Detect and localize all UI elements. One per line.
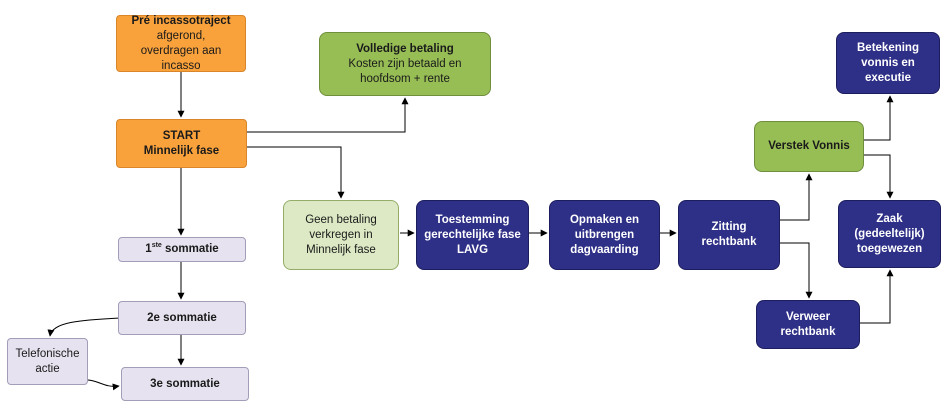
node-toestemming-lavg: LAVG: [456, 243, 489, 256]
node-zaak-toegewezen: Zaak (gedeeltelijk) toegewezen: [838, 200, 941, 268]
arrow-start-to-geen: [247, 146, 345, 199]
node-toestemming-gerechtelijke-fase: Toestemming gerechtelijke fase LAVG: [416, 200, 529, 270]
node-sommatie-3: 3e sommatie: [121, 367, 249, 401]
node-sommatie-1-number: 1: [145, 243, 152, 255]
node-sommatie-1-text: sommatie: [165, 243, 219, 255]
arrow-telefonisch-to-sommatie3: [87, 379, 120, 391]
arrow-zitting-to-verstek: [780, 173, 813, 221]
node-zitting-text: Zitting rechtbank: [701, 221, 757, 248]
node-pre-incassotraject-text: afgerond, overdragen aan incasso: [140, 29, 222, 72]
node-verstek-vonnis: Verstek Vonnis: [754, 121, 864, 172]
node-sommatie-1-label: 1ste sommatie: [145, 242, 218, 257]
node-opmaken-text: Opmaken en uitbrengen dagvaarding: [569, 213, 640, 256]
node-verweer-rechtbank: Verweer rechtbank: [756, 300, 860, 349]
node-telefonische-actie-text: Telefonische actie: [15, 347, 80, 375]
node-betekening-vonnis: Betekening vonnis en executie: [836, 32, 940, 94]
arrow-verweer-to-zaak: [860, 269, 894, 324]
node-zaak-text: Zaak (gedeeltelijk) toegewezen: [854, 212, 925, 255]
node-pre-incassotraject: Pré incassotraject afgerond, overdragen …: [116, 15, 246, 72]
node-sommatie-2: 2e sommatie: [118, 301, 246, 335]
arrow-start-to-volledige: [247, 97, 409, 133]
node-betekening-text: Betekening vonnis en executie: [857, 41, 919, 84]
node-volledige-betaling-title: Volledige betaling: [356, 42, 454, 55]
node-telefonische-actie: Telefonische actie: [7, 338, 88, 385]
node-verstek-text: Verstek Vonnis: [768, 140, 850, 152]
node-start-minnelijk-fase: START Minnelijk fase: [116, 119, 247, 168]
node-start-title: START: [162, 129, 201, 142]
node-geen-betaling: Geen betaling verkregen in Minnelijk fas…: [283, 200, 399, 270]
node-geen-betaling-text: Geen betaling verkregen in Minnelijk fas…: [305, 213, 377, 256]
arrow-verstek-to-betekening: [864, 95, 894, 141]
arrow-verstek-to-zaak: [864, 154, 894, 199]
node-volledige-betaling-text: Kosten zijn betaald en hoofdsom + rente: [348, 57, 462, 85]
arrow-zitting-to-verweer: [780, 242, 813, 299]
node-verweer-text: Verweer rechtbank: [780, 310, 836, 338]
node-sommatie-2-text: 2e sommatie: [147, 311, 217, 324]
node-zitting-rechtbank: Zitting rechtbank: [678, 200, 780, 270]
node-volledige-betaling: Volledige betaling Kosten zijn betaald e…: [319, 32, 491, 96]
node-pre-incassotraject-title: Pré incassotraject: [131, 14, 231, 27]
node-start-subtitle: Minnelijk fase: [143, 144, 220, 157]
node-sommatie-1: 1ste sommatie: [118, 237, 246, 262]
node-sommatie-3-text: 3e sommatie: [150, 377, 220, 390]
node-opmaken-dagvaarding: Opmaken en uitbrengen dagvaarding: [549, 200, 660, 270]
arrow-sommatie2-to-telefonisch: [47, 317, 121, 337]
node-toestemming-text: Toestemming gerechtelijke fase: [424, 213, 521, 241]
node-sommatie-1-sup: ste: [151, 242, 162, 250]
